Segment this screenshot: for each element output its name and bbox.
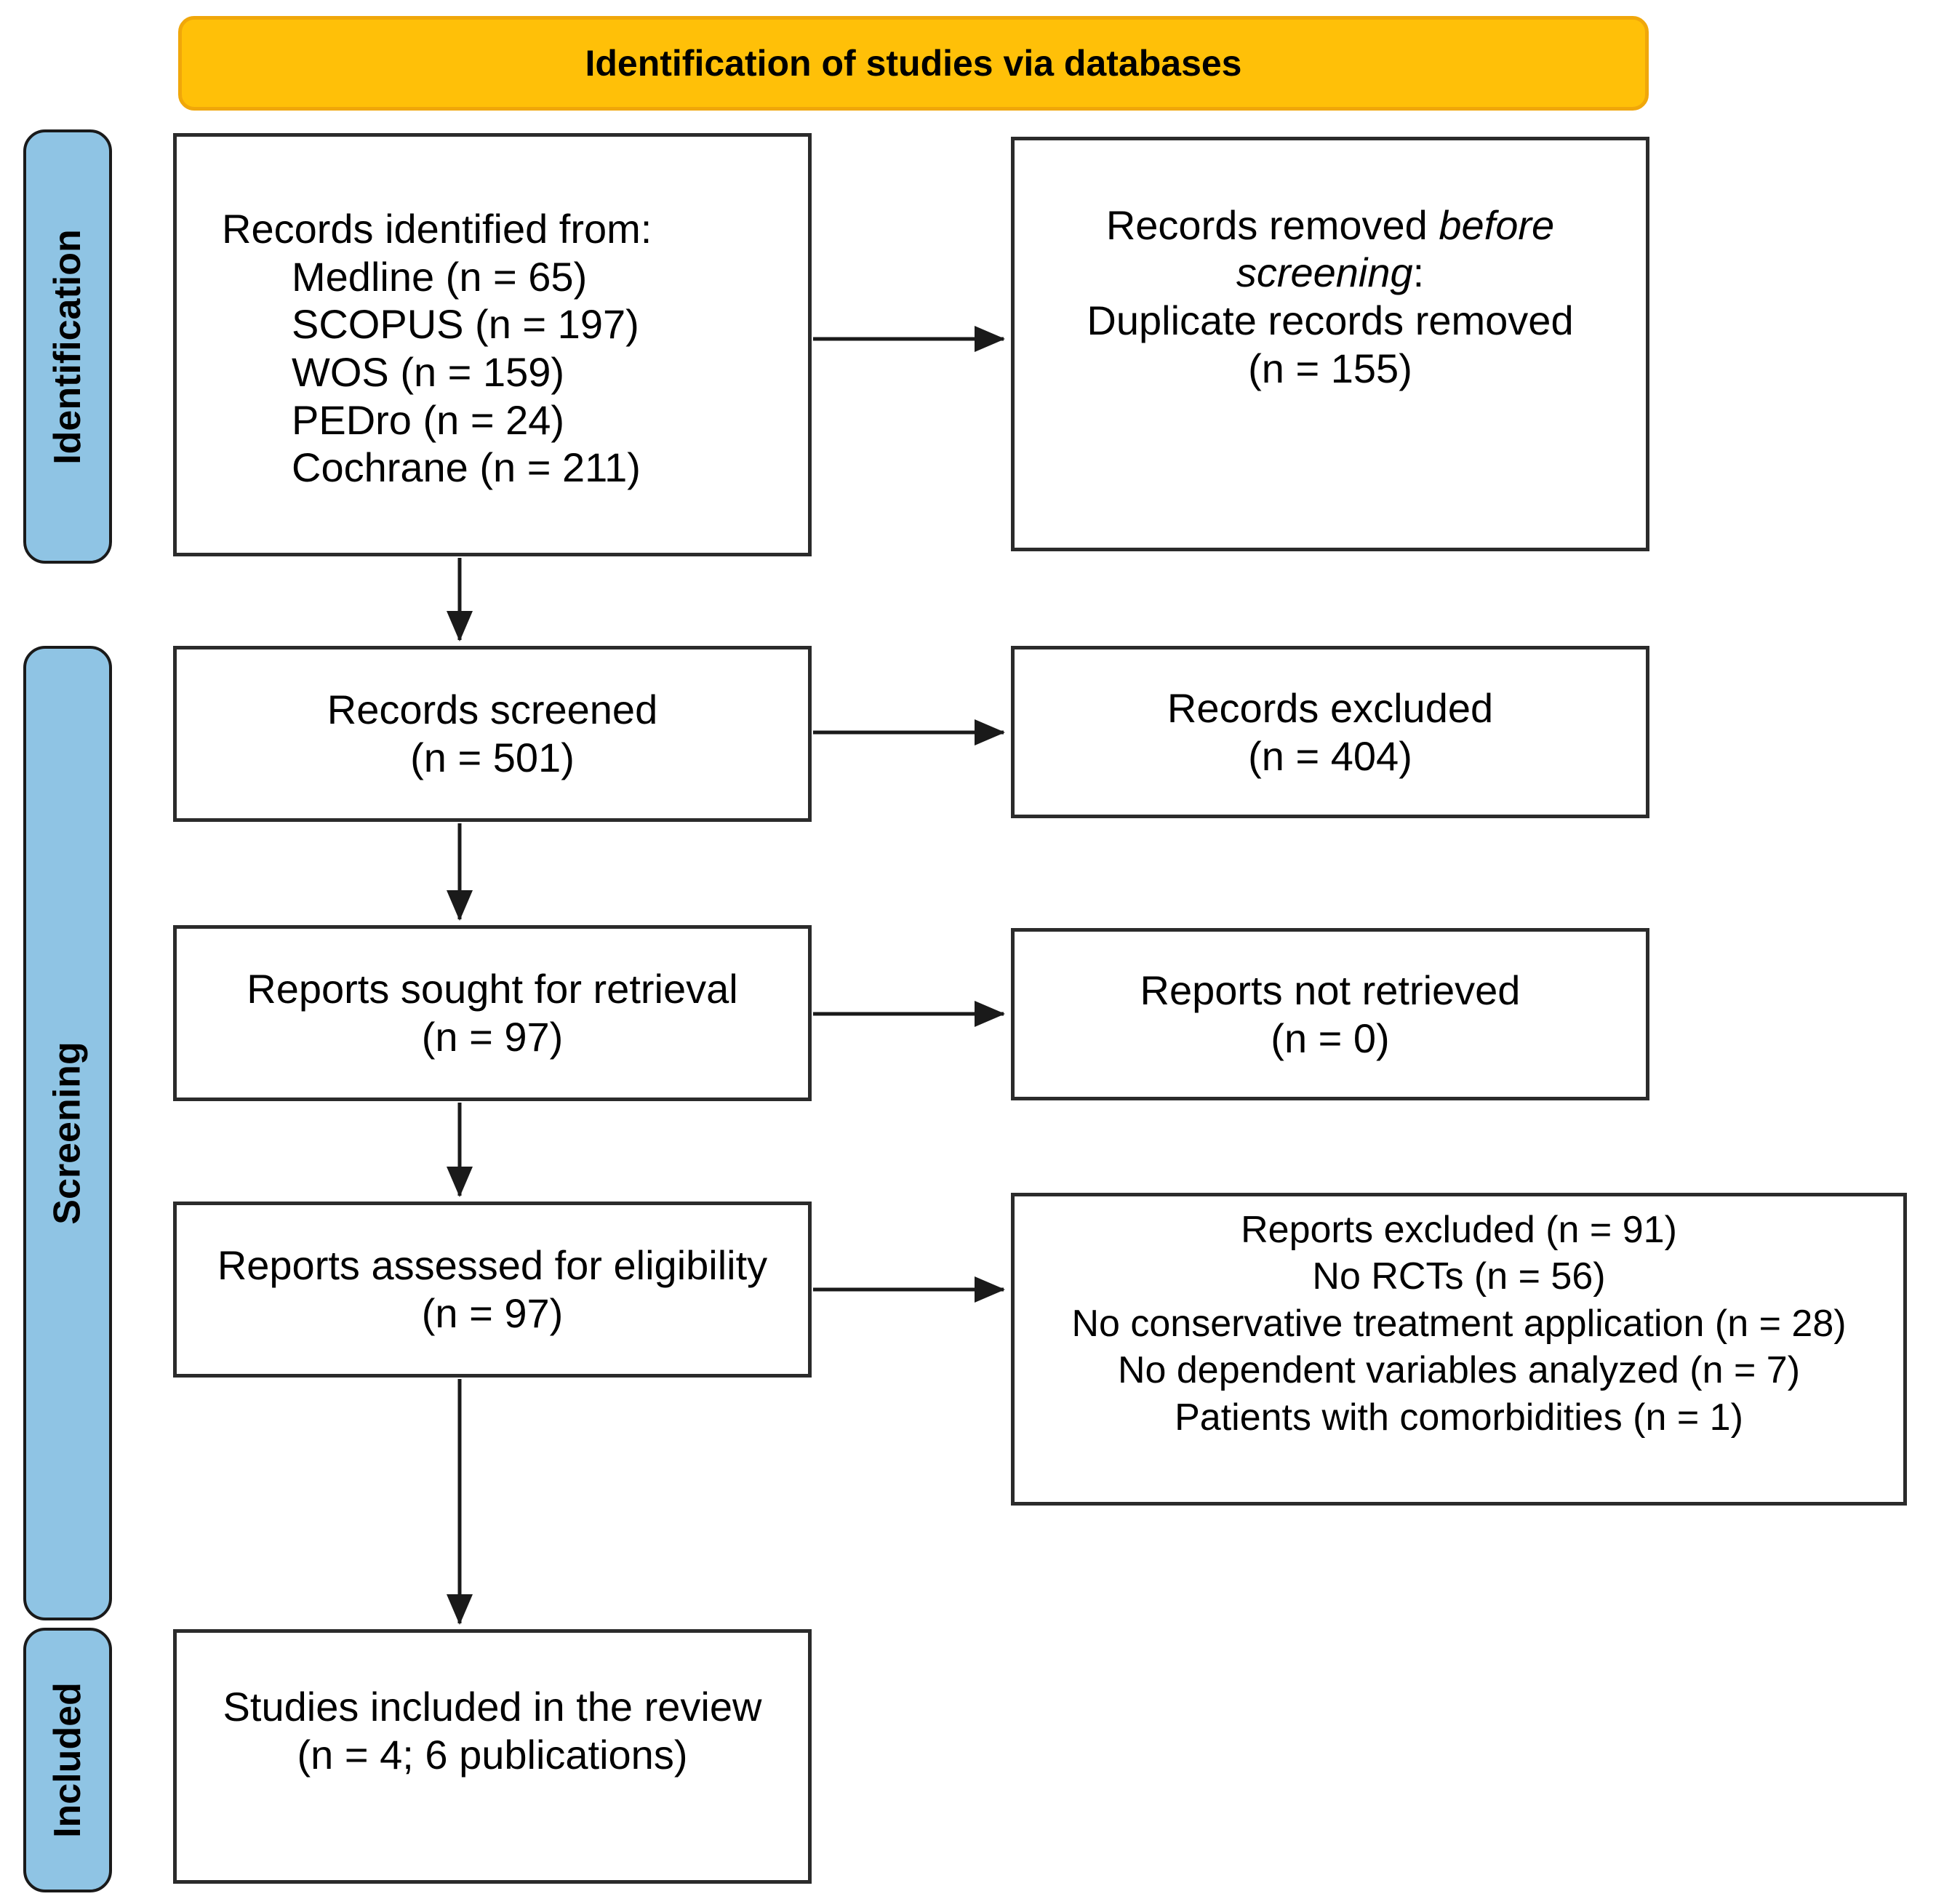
stage-label-screening: Screening bbox=[23, 646, 112, 1620]
records-removed-line1: Records removed before bbox=[1105, 201, 1555, 248]
box-records-removed: Records removed before screening: Duplic… bbox=[1011, 137, 1649, 551]
records-identified-heading: Records identified from: bbox=[222, 206, 652, 252]
reports-not-retrieved-text: Reports not retrieved bbox=[1140, 967, 1521, 1013]
reports-excluded-reason: No dependent variables analyzed (n = 7) bbox=[1117, 1349, 1801, 1392]
reports-not-retrieved-count: (n = 0) bbox=[1271, 1015, 1390, 1061]
records-excluded-count: (n = 404) bbox=[1248, 732, 1412, 779]
stage-label-included: Included bbox=[23, 1628, 112, 1892]
duplicates-removed-count: (n = 155) bbox=[1248, 345, 1412, 391]
box-reports-sought: Reports sought for retrieval (n = 97) bbox=[173, 925, 812, 1101]
records-screened-text: Records screened bbox=[327, 687, 658, 733]
reports-excluded-reason: No conservative treatment application (n… bbox=[1071, 1302, 1847, 1345]
stage-label-included-text: Included bbox=[47, 1682, 89, 1838]
reports-assessed-text: Reports assessed for eligibility bbox=[217, 1242, 768, 1289]
reports-excluded-total: Reports excluded (n = 91) bbox=[1241, 1208, 1677, 1251]
box-records-identified: Records identified from: Medline (n = 65… bbox=[173, 133, 812, 556]
reports-assessed-count: (n = 97) bbox=[421, 1290, 564, 1336]
header-title: Identification of studies via databases bbox=[585, 43, 1242, 84]
duplicates-removed-text: Duplicate records removed bbox=[1087, 297, 1574, 343]
records-identified-item: Cochrane (n = 211) bbox=[292, 444, 641, 491]
box-studies-included: Studies included in the review (n = 4; 6… bbox=[173, 1629, 812, 1884]
studies-included-text: Studies included in the review bbox=[223, 1684, 762, 1730]
stage-label-screening-text: Screening bbox=[47, 1042, 89, 1225]
reports-excluded-reason: Patients with comorbidities (n = 1) bbox=[1175, 1396, 1743, 1439]
records-removed-line2: screening: bbox=[1236, 249, 1425, 296]
box-reports-not-retrieved: Reports not retrieved (n = 0) bbox=[1011, 928, 1649, 1100]
box-records-screened: Records screened (n = 501) bbox=[173, 646, 812, 822]
records-identified-item: SCOPUS (n = 197) bbox=[292, 301, 639, 348]
studies-included-count: (n = 4; 6 publications) bbox=[297, 1732, 688, 1778]
records-identified-item: Medline (n = 65) bbox=[292, 253, 588, 300]
records-excluded-text: Records excluded bbox=[1167, 684, 1494, 731]
records-screened-count: (n = 501) bbox=[410, 735, 575, 780]
box-reports-assessed: Reports assessed for eligibility (n = 97… bbox=[173, 1202, 812, 1378]
header-banner: Identification of studies via databases bbox=[178, 16, 1649, 111]
records-identified-item: WOS (n = 159) bbox=[292, 349, 565, 395]
reports-sought-count: (n = 97) bbox=[421, 1014, 564, 1060]
reports-excluded-reason: No RCTs (n = 56) bbox=[1312, 1255, 1606, 1298]
stage-label-identification-text: Identification bbox=[47, 228, 89, 465]
box-records-excluded: Records excluded (n = 404) bbox=[1011, 646, 1649, 818]
stage-label-identification: Identification bbox=[23, 129, 112, 564]
box-reports-excluded: Reports excluded (n = 91) No RCTs (n = 5… bbox=[1011, 1193, 1907, 1506]
records-identified-item: PEDro (n = 24) bbox=[292, 396, 565, 443]
reports-sought-text: Reports sought for retrieval bbox=[247, 966, 738, 1012]
